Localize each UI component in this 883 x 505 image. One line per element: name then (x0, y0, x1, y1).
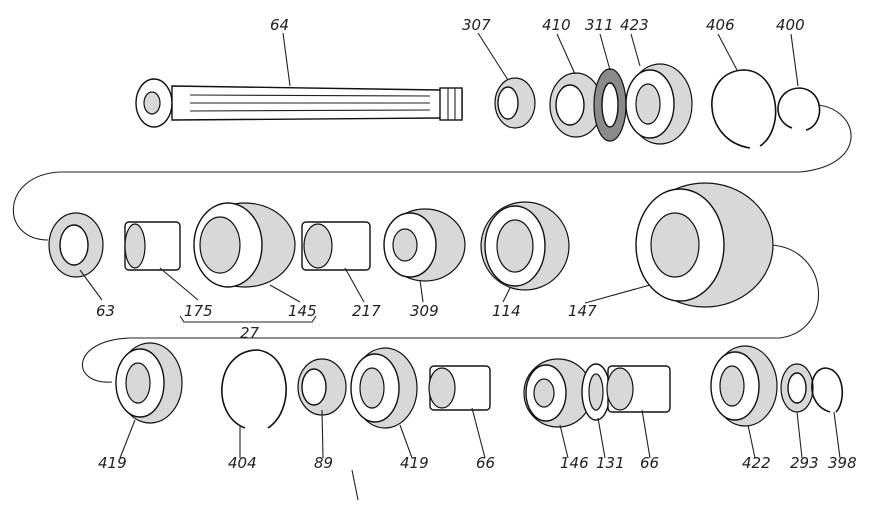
circlip-404 (221, 349, 287, 429)
ring-131 (581, 363, 611, 421)
label-145: 145 (288, 302, 317, 320)
bushing-66-right (606, 365, 671, 413)
label-398: 398 (828, 454, 857, 472)
circlip-398 (811, 367, 844, 413)
washer-311 (593, 68, 627, 142)
bushing-307 (494, 77, 536, 129)
label-89: 89 (314, 454, 333, 472)
gear-145 (193, 202, 296, 288)
label-147: 147 (568, 302, 597, 320)
label-66-right: 66 (640, 454, 659, 472)
circlip-406 (711, 69, 777, 149)
label-422: 422 (742, 454, 771, 472)
label-63: 63 (96, 302, 115, 320)
shaft-64 (135, 78, 463, 128)
bushing-66-center (428, 365, 491, 411)
ring-400 (777, 87, 821, 131)
label-217: 217 (352, 302, 381, 320)
bushing-175 (124, 221, 181, 271)
label-131: 131 (596, 454, 625, 472)
bearing-423 (625, 63, 693, 145)
seal-63 (48, 212, 104, 278)
label-404: 404 (228, 454, 257, 472)
label-307: 307 (462, 16, 491, 34)
label-293: 293 (790, 454, 819, 472)
ring-410 (549, 72, 603, 138)
label-66-center: 66 (476, 454, 495, 472)
label-400: 400 (776, 16, 805, 34)
coupling-114 (480, 201, 570, 291)
label-423: 423 (620, 16, 649, 34)
label-175: 175 (184, 302, 213, 320)
label-311: 311 (585, 16, 614, 34)
label-309: 309 (410, 302, 439, 320)
label-406: 406 (706, 16, 735, 34)
label-64: 64 (270, 16, 289, 34)
bearing-419-center (350, 347, 418, 429)
ring-293 (780, 363, 814, 413)
bushing-89 (297, 358, 347, 416)
bushing-217 (301, 221, 371, 271)
label-146: 146 (560, 454, 589, 472)
bearing-422 (710, 345, 778, 427)
label-410: 410 (542, 16, 571, 34)
gear-309 (383, 208, 466, 282)
gear-146 (523, 358, 593, 428)
leader-lines (79, 32, 841, 459)
assembly-sequence-lines (12, 104, 852, 501)
bearing-419-left (115, 342, 183, 424)
label-419-left: 419 (98, 454, 127, 472)
part-labels: 64 307 410 311 423 406 400 63 175 145 27… (96, 16, 857, 472)
label-27: 27 (240, 324, 260, 342)
label-419-center: 419 (400, 454, 429, 472)
label-114: 114 (492, 302, 521, 320)
gear-147 (635, 182, 774, 308)
